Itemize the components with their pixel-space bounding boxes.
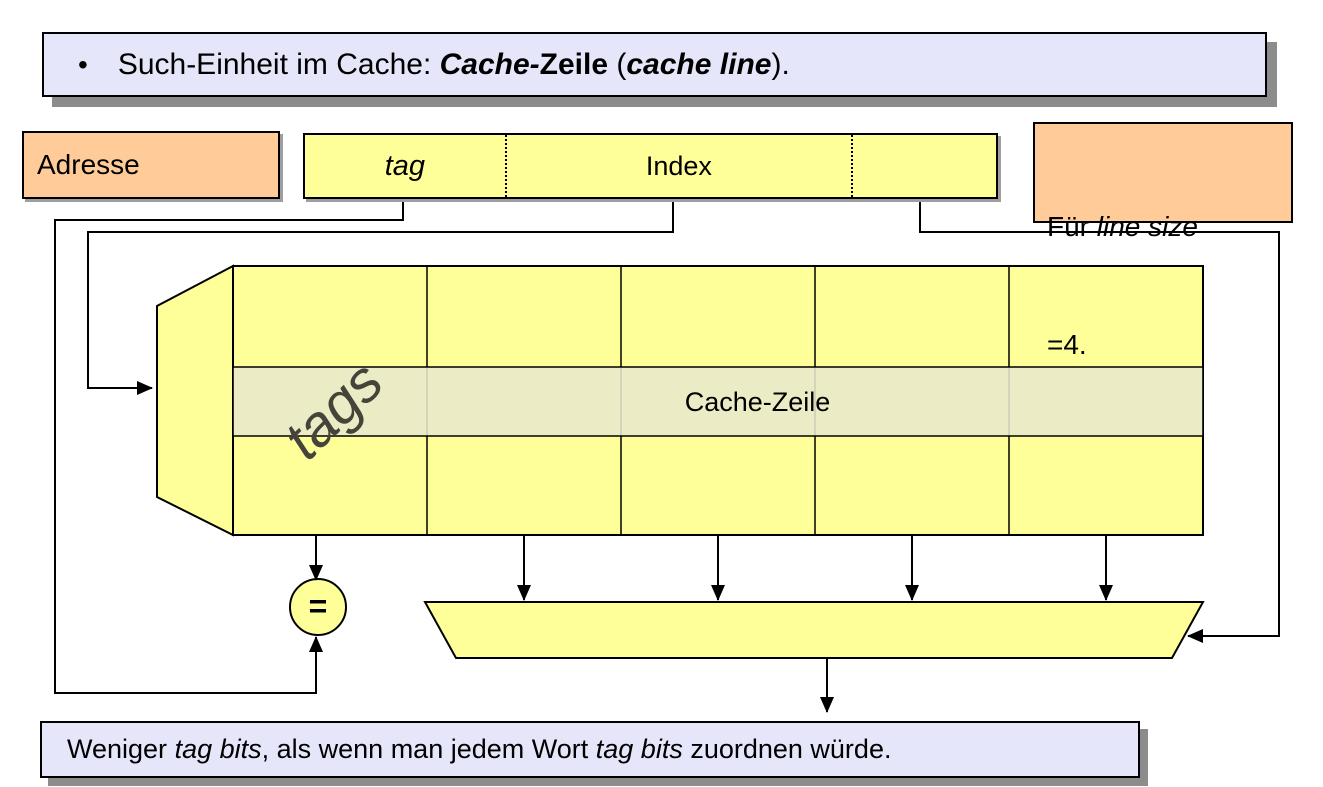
address-field-offset xyxy=(850,135,996,197)
comparator-equals-label: = xyxy=(308,587,328,624)
address-field-index: Index xyxy=(504,135,851,197)
tag-field-label: tag xyxy=(384,149,426,182)
tags-array-shape xyxy=(156,264,234,537)
wires xyxy=(54,200,1280,713)
title-run: ( xyxy=(608,47,627,81)
bottom-run: , als wenn man jedem Wort xyxy=(261,734,596,764)
note-run: line size xyxy=(1096,211,1198,243)
note-run: Für xyxy=(1047,211,1097,243)
tag-compare-wire xyxy=(54,200,404,694)
multiplexer-shape xyxy=(423,601,1205,659)
bottom-run: zuordnen würde. xyxy=(682,734,892,764)
bottom-run: Weniger xyxy=(67,734,175,764)
bottom-note-text: Weniger tag bits, als wenn man jedem Wor… xyxy=(67,734,891,765)
bottom-run: tag bits xyxy=(595,734,683,764)
title-run: Zeile xyxy=(539,47,609,81)
index-field-label: Index xyxy=(645,150,712,181)
title-text: Such-Einheit im Cache: Cache-Zeile (cach… xyxy=(118,48,790,82)
bottom-run: tag bits xyxy=(174,734,262,764)
line-size-note-line1: Für line size xyxy=(1047,207,1279,246)
bullet-icon: • xyxy=(78,48,88,80)
offset-to-mux-wire xyxy=(919,200,1280,643)
address-bar: tag Index xyxy=(303,133,998,199)
cache-line-label: Cache-Zeile xyxy=(684,386,831,417)
address-label-box: Adresse xyxy=(22,131,280,199)
cache-line-row-highlight xyxy=(232,366,1204,437)
title-run: Cache- xyxy=(439,47,540,81)
title-run: cache line xyxy=(626,47,772,81)
index-wire xyxy=(87,200,674,395)
address-field-tag: tag xyxy=(305,135,505,197)
line-size-note-box: Für line size =4. xyxy=(1033,122,1293,360)
title-run: Such-Einheit im Cache: xyxy=(117,47,440,81)
bottom-note-box: Weniger tag bits, als wenn man jedem Wor… xyxy=(40,721,1140,778)
line-size-note-line2: =4. xyxy=(1047,328,1087,360)
title-box: • Such-Einheit im Cache: Cache-Zeile (ca… xyxy=(42,32,1267,97)
address-label: Adresse xyxy=(37,149,140,180)
title-run: ). xyxy=(771,47,790,81)
